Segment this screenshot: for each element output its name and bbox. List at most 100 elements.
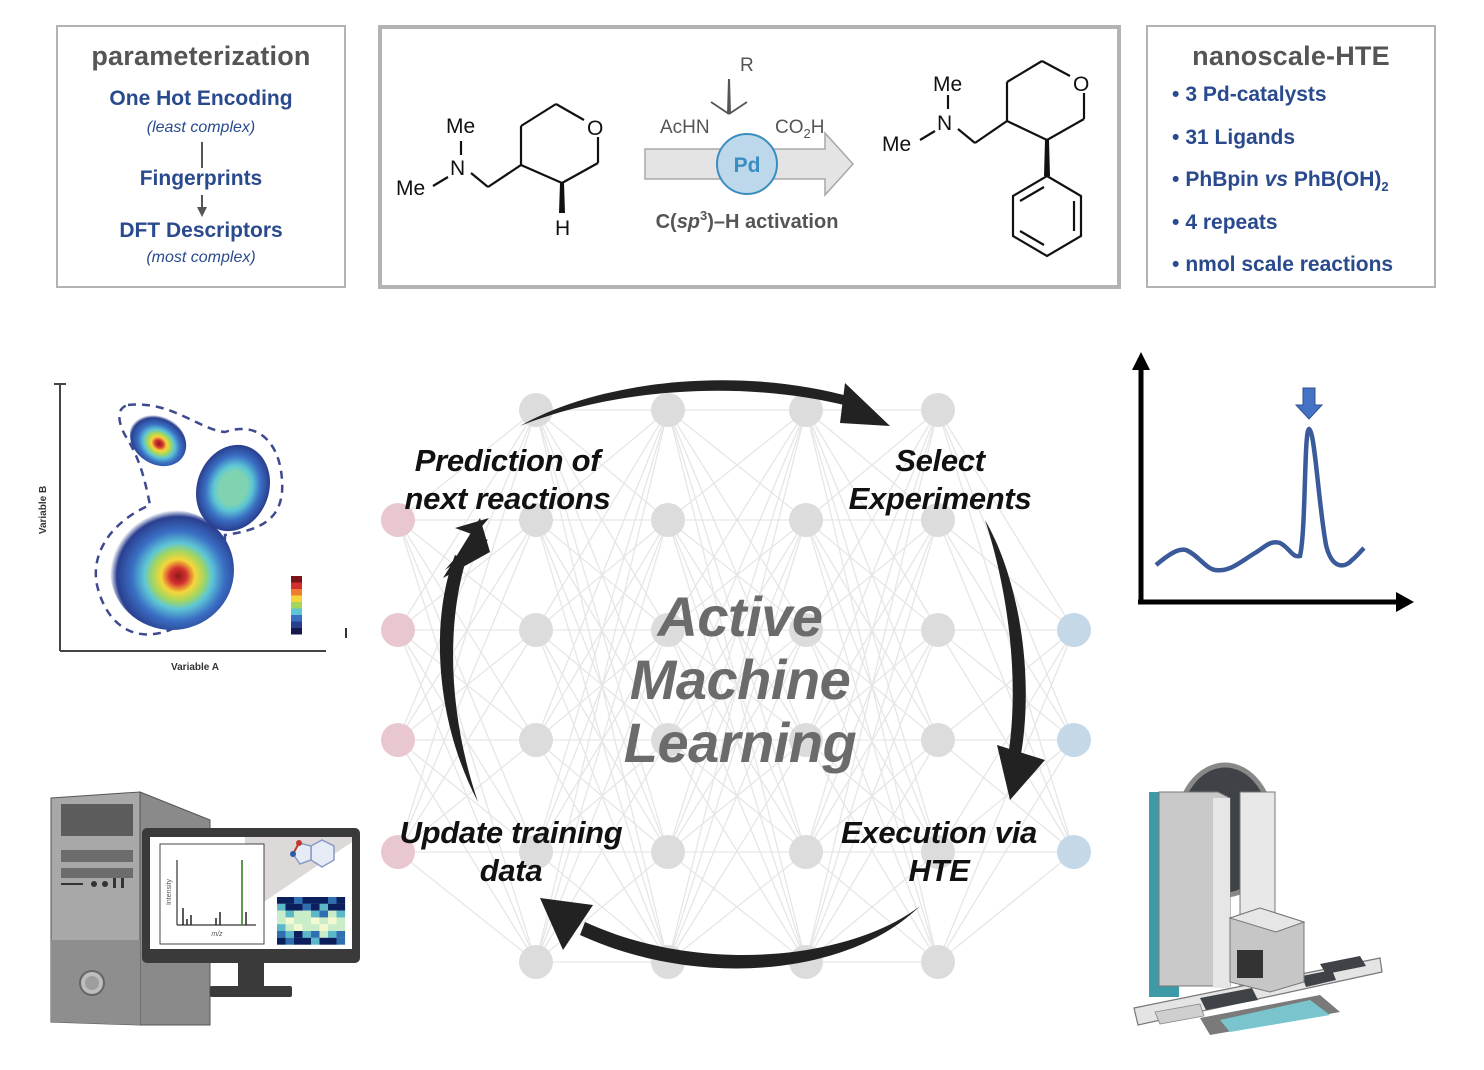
hidden-node xyxy=(651,393,685,427)
computer-illustration: Intensity m/z xyxy=(50,791,360,1026)
heatmap-cell xyxy=(328,903,337,911)
molecule-icon xyxy=(290,839,335,868)
hidden-node xyxy=(651,503,685,537)
hte-item-boron-reagents: •PhBpin vs PhB(OH)2 xyxy=(1172,168,1389,195)
input-node xyxy=(381,835,415,869)
heatmap-cell xyxy=(319,910,329,918)
cycle-arrows xyxy=(439,380,1045,969)
heatmap-cell xyxy=(311,924,320,932)
screen-xlabel: m/z xyxy=(211,931,223,938)
heatmap-cell xyxy=(302,903,312,911)
heatmap-cell xyxy=(311,931,320,938)
hidden-node xyxy=(921,945,955,979)
hidden-node xyxy=(519,503,553,537)
arrow-head-right-icon xyxy=(997,745,1045,800)
spectrum-line xyxy=(1154,426,1366,573)
param-least-complex-note: (least complex) xyxy=(146,119,256,136)
cluster-2 xyxy=(195,444,271,532)
heatmap-cell xyxy=(319,903,329,911)
network-edge xyxy=(397,409,537,631)
colorbar-swatch xyxy=(291,576,302,583)
network-edge xyxy=(397,851,537,963)
network-edge xyxy=(667,409,807,741)
network-edge xyxy=(397,519,537,853)
network-edge xyxy=(937,629,1075,741)
network-edge xyxy=(937,519,1075,853)
hidden-node xyxy=(921,835,955,869)
network-edge xyxy=(805,519,939,963)
output-node xyxy=(1057,835,1091,869)
parameterization-title: parameterization xyxy=(91,41,311,71)
hidden-node xyxy=(789,835,823,869)
hte-item-ligands: •31 Ligands xyxy=(1172,125,1296,149)
heatmap-cell xyxy=(277,897,286,904)
heatmap-cell xyxy=(277,903,286,911)
network-edge xyxy=(937,629,1075,963)
cluster-3 xyxy=(110,510,234,630)
colorbar-swatch xyxy=(291,615,302,622)
heatmap-cell xyxy=(311,917,320,925)
param-most-complex-note: (most complex) xyxy=(146,249,256,266)
reaction-scheme-panel: Me N Me O H R AcHN CO2H Pd C(sp3)–H acti… xyxy=(378,25,1121,289)
heatmap-cell xyxy=(285,897,295,904)
network-edge xyxy=(937,409,1075,631)
input-node xyxy=(381,723,415,757)
heatmap-cell xyxy=(285,910,295,918)
network-edge xyxy=(805,851,939,963)
hte-item-scale: •nmol scale reactions xyxy=(1172,253,1394,276)
nanoscale-hte-panel: nanoscale-HTE •3 Pd-catalysts •31 Ligand… xyxy=(1146,25,1436,288)
heatmap-cell xyxy=(285,903,295,911)
nanoscale-hte-title: nanoscale-HTE xyxy=(1192,41,1390,71)
network-edge xyxy=(535,409,669,741)
network-edge xyxy=(805,629,939,963)
heatmap-cell xyxy=(302,937,312,945)
substrate-me-top: Me xyxy=(446,115,475,138)
colorbar-swatch xyxy=(291,602,302,609)
input-node xyxy=(381,503,415,537)
network-edge xyxy=(397,629,537,853)
heatmap-cell xyxy=(294,937,303,945)
hidden-node xyxy=(789,393,823,427)
heatmap-cell xyxy=(277,917,286,925)
network-edge xyxy=(667,409,807,521)
network-edge xyxy=(667,739,807,963)
product-me-left: Me xyxy=(882,133,911,156)
hidden-node xyxy=(651,613,685,647)
heatmap-cell xyxy=(311,910,320,918)
monitor-icon: Intensity m/z xyxy=(142,828,360,997)
heatmap-cell xyxy=(285,924,295,932)
heatmap-cell xyxy=(336,931,346,938)
colorbar-swatch xyxy=(291,595,302,602)
heatmap-cell xyxy=(294,910,303,918)
heatmap-cell xyxy=(336,897,346,904)
heatmap-cell xyxy=(311,937,320,945)
product-molecule xyxy=(919,60,1086,258)
active-machine-learning-title: Active Machine Learning xyxy=(623,585,857,774)
parameterization-panel: parameterization One Hot Encoding (least… xyxy=(56,25,346,288)
ligand-r: R xyxy=(740,55,754,76)
network-edge xyxy=(805,409,939,963)
heatmap-cell xyxy=(302,917,312,925)
heatmap-cell xyxy=(328,897,337,904)
hidden-node xyxy=(921,503,955,537)
heatmap-cell xyxy=(311,897,320,904)
network-edge xyxy=(667,519,807,963)
heatmap-cell xyxy=(328,924,337,932)
density-xlabel: Variable A xyxy=(171,662,219,673)
network-edge xyxy=(937,851,1075,963)
heatmap-cell xyxy=(277,924,286,932)
heatmap-cell xyxy=(319,937,329,945)
heatmap-cell xyxy=(319,924,329,932)
arrow-to-update-icon xyxy=(580,906,920,969)
hidden-node xyxy=(651,723,685,757)
param-dft-descriptors: DFT Descriptors xyxy=(119,219,283,242)
density-ylabel: Variable B xyxy=(38,486,49,534)
heatmap-cell xyxy=(336,910,346,918)
heatmap-cell xyxy=(285,917,295,925)
network-edge xyxy=(397,739,537,853)
heatmap-cell xyxy=(294,924,303,932)
network-edge xyxy=(535,409,669,631)
hidden-node xyxy=(789,503,823,537)
